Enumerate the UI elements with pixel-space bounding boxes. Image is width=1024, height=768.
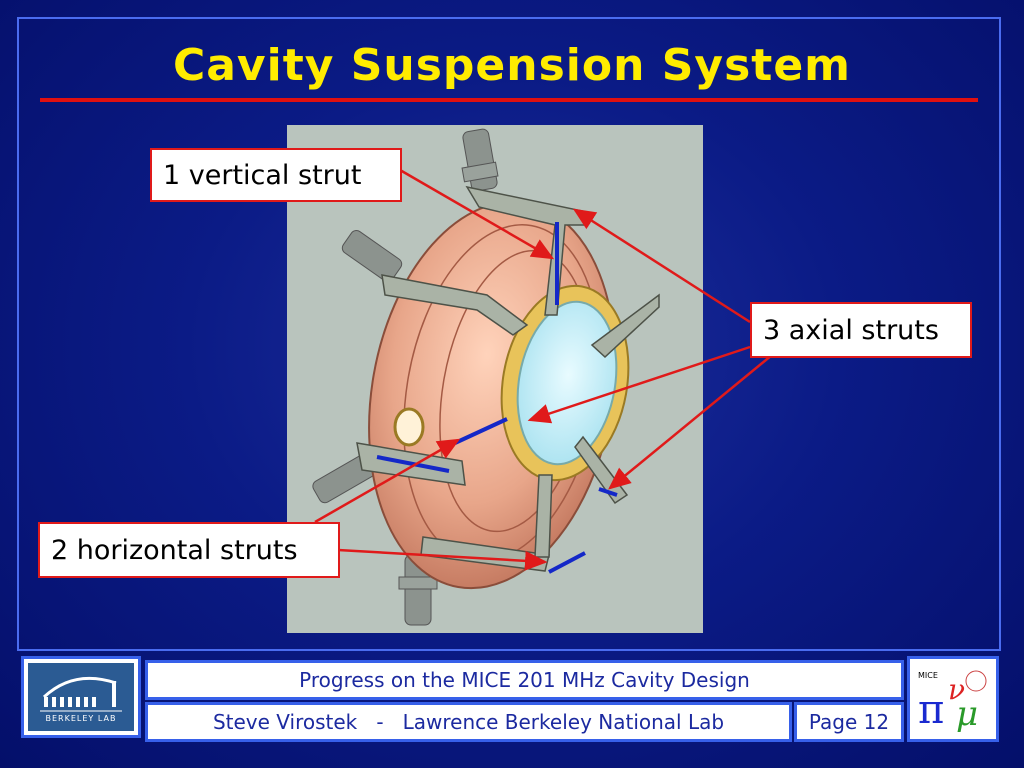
- berkeley-lab-logo: [28, 663, 134, 731]
- cavity-drawing: [312, 128, 660, 626]
- arrow-axial-2: [527, 345, 751, 424]
- lab-logo-text: BERKELEY LAB: [45, 714, 117, 723]
- page-number: Page 12: [808, 710, 890, 734]
- slide-title: Cavity Suspension System: [172, 40, 852, 91]
- callout-horizontal-struts: 2 horizontal struts: [38, 522, 340, 578]
- mice-logo-text: MICE: [918, 671, 938, 680]
- slide-frame: [17, 17, 1001, 651]
- arrow-horizontal-2: [337, 548, 548, 571]
- mice-logo-box: π ν μ MICE: [907, 656, 999, 742]
- svg-text:ν: ν: [948, 673, 965, 706]
- svg-text:π: π: [918, 687, 944, 733]
- coupler-port: [393, 407, 425, 447]
- author-box: Steve Virostek - Lawrence Berkeley Natio…: [145, 702, 792, 742]
- page-box: Page 12: [794, 702, 904, 742]
- struts: [376, 222, 618, 574]
- svg-text:μ: μ: [956, 694, 978, 734]
- arrow-axial-1: [572, 208, 751, 324]
- talk-title-box: Progress on the MICE 201 MHz Cavity Desi…: [145, 660, 904, 700]
- callout-vertical-strut: 1 vertical strut: [150, 148, 402, 202]
- title-underline: [40, 98, 978, 102]
- port-left: [341, 230, 403, 282]
- arrow-vertical: [399, 168, 555, 260]
- mice-logo: π ν μ: [918, 670, 987, 734]
- arrow-horizontal-1: [314, 438, 461, 524]
- footer: BERKELEY LAB Progress on the MICE 201 MH…: [17, 654, 1001, 748]
- port-top: [461, 128, 499, 192]
- arrow-axial-3: [608, 354, 773, 490]
- cavity-cad-image: [287, 125, 703, 633]
- talk-title: Progress on the MICE 201 MHz Cavity Desi…: [299, 668, 750, 692]
- callout-axial-struts: 3 axial struts: [750, 302, 972, 358]
- author-line: Steve Virostek - Lawrence Berkeley Natio…: [212, 710, 725, 734]
- lab-logo-box: BERKELEY LAB: [21, 656, 141, 738]
